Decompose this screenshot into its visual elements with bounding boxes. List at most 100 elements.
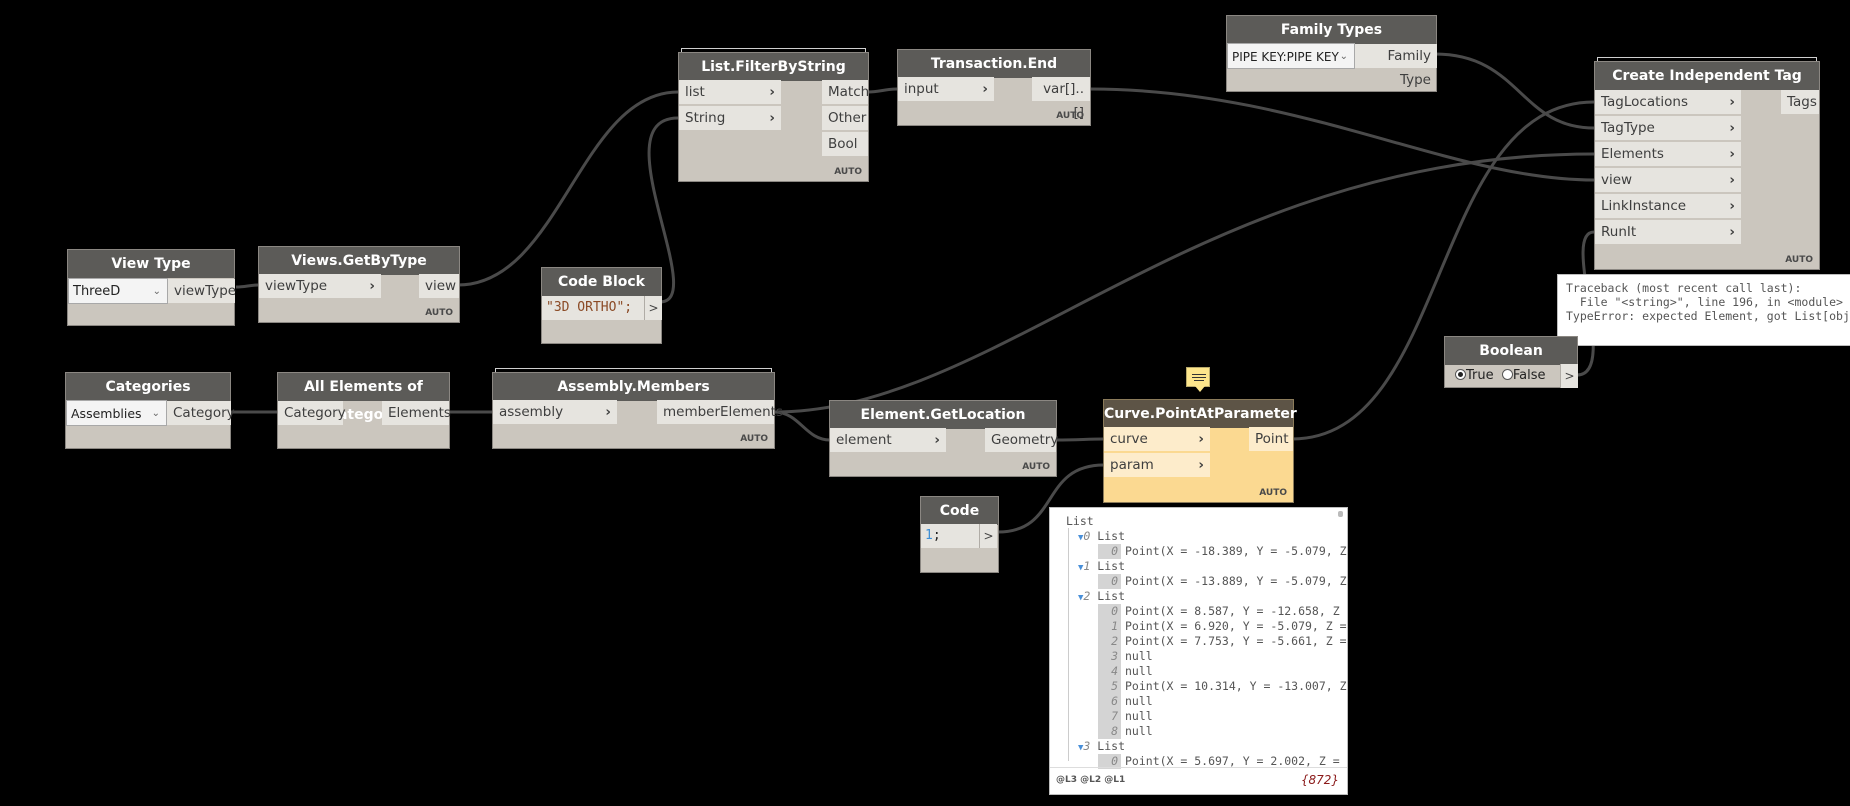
- dropdown-value: PIPE KEY:PIPE KEY: [1232, 50, 1339, 64]
- input-port[interactable]: viewType ›: [259, 274, 381, 298]
- node-family-types[interactable]: Family Types PIPE KEY:PIPE KEY ⌄ Family …: [1226, 15, 1437, 92]
- true-label: True: [1466, 368, 1494, 383]
- port-label: TagLocations: [1601, 94, 1688, 110]
- input-port[interactable]: list ›: [679, 80, 781, 104]
- input-port[interactable]: String ›: [679, 106, 781, 130]
- node-boolean[interactable]: Boolean True False >: [1444, 336, 1578, 388]
- output-port[interactable]: Bool: [822, 132, 868, 156]
- node-assembly-members[interactable]: Assembly.Members assembly › memberElemen…: [492, 368, 783, 449]
- input-port[interactable]: assembly ›: [493, 400, 617, 424]
- item-index: 0: [1098, 754, 1121, 769]
- node-title: Curve.PointAtParameter: [1104, 400, 1297, 428]
- expand-triangle-icon[interactable]: ▼: [1078, 593, 1084, 603]
- node-title: Transaction.End: [898, 50, 1090, 78]
- port-label: TagType: [1601, 120, 1655, 136]
- output-port[interactable]: Point: [1249, 427, 1293, 451]
- lacing-label[interactable]: AUTO: [834, 167, 862, 177]
- category-dropdown[interactable]: Assemblies ⌄: [66, 400, 167, 426]
- input-port[interactable]: curve ›: [1104, 427, 1210, 451]
- comment-icon[interactable]: [1186, 367, 1210, 392]
- item-index: 6: [1098, 694, 1121, 709]
- node-categories[interactable]: Categories Assemblies ⌄ Category: [65, 372, 235, 449]
- output-port[interactable]: Category: [167, 401, 235, 425]
- family-type-dropdown[interactable]: PIPE KEY:PIPE KEY ⌄: [1227, 43, 1355, 69]
- code-editor[interactable]: "3D ORTHO";: [542, 296, 644, 320]
- chevron-right-icon: ›: [1729, 172, 1735, 188]
- output-port[interactable]: var[]..[]: [1032, 77, 1090, 121]
- output-port[interactable]: Tags: [1781, 90, 1819, 114]
- node-title: Element.GetLocation: [830, 401, 1056, 429]
- output-port[interactable]: view: [419, 274, 459, 298]
- radio-false[interactable]: [1501, 369, 1513, 380]
- list-index: 3: [1083, 739, 1091, 753]
- input-port[interactable]: Elements›: [1595, 142, 1741, 166]
- node-all-elements-of-category[interactable]: All Elements of Category Category Elemen…: [277, 372, 451, 449]
- lacing-label[interactable]: AUTO: [1022, 462, 1050, 472]
- wire-match-to-input: [867, 87, 898, 94]
- item-value: null: [1125, 724, 1153, 738]
- lacing-label[interactable]: AUTO: [1259, 488, 1287, 498]
- item-count: {872}: [1300, 773, 1339, 787]
- output-port[interactable]: >: [1560, 364, 1578, 388]
- input-port[interactable]: Category: [278, 401, 346, 425]
- lacing-label[interactable]: AUTO: [1056, 111, 1084, 121]
- scrollbar[interactable]: [1338, 511, 1343, 517]
- lacing-label[interactable]: AUTO: [740, 434, 768, 444]
- output-port[interactable]: >: [979, 524, 997, 548]
- output-port[interactable]: >: [644, 296, 662, 320]
- port-label: param: [1110, 457, 1154, 473]
- preview-item: 0 Point(X = 5.697, Y = 2.002, Z =: [1098, 754, 1340, 769]
- input-port[interactable]: TagType›: [1595, 116, 1741, 140]
- node-element-get-location[interactable]: Element.GetLocation element › Geometry A…: [829, 400, 1058, 477]
- item-value: null: [1125, 664, 1153, 678]
- input-port[interactable]: param ›: [1104, 453, 1210, 477]
- chevron-right-icon: ›: [769, 110, 775, 126]
- output-port[interactable]: Family Type: [1355, 44, 1437, 88]
- item-index: 0: [1098, 544, 1121, 559]
- expand-triangle-icon[interactable]: ▼: [1078, 533, 1084, 543]
- node-curve-point-at-parameter[interactable]: Curve.PointAtParameter curve › param › P…: [1103, 399, 1297, 503]
- output-port[interactable]: Geometry: [985, 428, 1058, 452]
- expand-triangle-icon[interactable]: ▼: [1078, 743, 1084, 753]
- output-port[interactable]: Other: [822, 106, 868, 130]
- code-editor[interactable]: 1;: [921, 524, 979, 548]
- node-title: Code Block: [921, 497, 998, 547]
- list-levels[interactable]: @L3 @L2 @L1: [1056, 775, 1126, 785]
- input-port[interactable]: view›: [1595, 168, 1741, 192]
- input-port[interactable]: LinkInstance›: [1595, 194, 1741, 218]
- radio-true[interactable]: [1455, 369, 1466, 380]
- input-port[interactable]: RunIt›: [1595, 220, 1741, 244]
- item-value: Point(X = 5.697, Y = 2.002, Z =: [1125, 754, 1340, 768]
- item-value: null: [1125, 709, 1153, 723]
- view-type-dropdown[interactable]: ThreeD ⌄: [68, 278, 168, 304]
- node-transaction-end[interactable]: Transaction.End input › var[]..[] AUTO: [897, 49, 1091, 126]
- input-port[interactable]: input ›: [898, 77, 994, 101]
- wire-familytype-to-tagtype: [1434, 52, 1595, 130]
- node-code-block-number[interactable]: Code Block 1; >: [920, 496, 999, 573]
- node-code-block-string[interactable]: Code Block "3D ORTHO"; >: [541, 267, 662, 344]
- input-port[interactable]: TagLocations›: [1595, 90, 1741, 114]
- output-port[interactable]: Match: [822, 80, 869, 104]
- node-views-get-by-type[interactable]: Views.GetByType viewType › view AUTO: [258, 246, 460, 323]
- lacing-label[interactable]: AUTO: [425, 308, 453, 318]
- output-port[interactable]: memberElements: [657, 400, 783, 424]
- input-port[interactable]: element ›: [830, 428, 946, 452]
- node-create-independent-tag[interactable]: Create Independent Tag TagLocations› Tag…: [1594, 57, 1820, 270]
- item-value: Point(X = 10.314, Y = -13.007, Z: [1125, 679, 1347, 693]
- boolean-toggle[interactable]: True False: [1445, 364, 1561, 388]
- expand-triangle-icon[interactable]: ▼: [1078, 563, 1084, 573]
- node-list-filter-by-string[interactable]: List.FilterByString list › String › Matc…: [678, 48, 869, 182]
- item-index: 3: [1098, 649, 1121, 664]
- code-number: 1: [925, 528, 933, 543]
- node-view-type[interactable]: View Type ThreeD ⌄ viewType: [67, 249, 236, 326]
- chevron-right-icon: ›: [934, 432, 940, 448]
- output-port[interactable]: Elements: [382, 401, 451, 425]
- output-port[interactable]: viewType: [168, 279, 236, 303]
- preview-sublist: ▼3 List: [1078, 739, 1125, 754]
- lacing-label[interactable]: AUTO: [1785, 255, 1813, 265]
- port-label: element: [836, 432, 892, 448]
- tree-line: [1068, 528, 1069, 761]
